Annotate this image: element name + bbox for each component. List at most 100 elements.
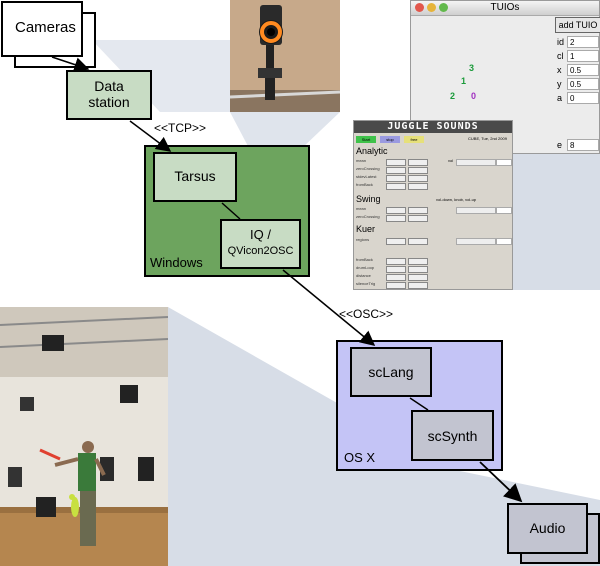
field-label: x (557, 65, 562, 75)
sclang-label: scLang (368, 364, 414, 380)
field-label: e (557, 140, 563, 150)
juggle-row: regions (356, 237, 512, 245)
juggle-header: Start stop free CUBE, Tue, 2nd 2009 (356, 136, 511, 144)
field-input[interactable]: 1 (567, 50, 599, 62)
juggle-row: zeroCrossing (356, 214, 506, 222)
free-button[interactable]: free (404, 136, 424, 143)
minimize-icon[interactable] (427, 3, 436, 12)
camera-image (230, 0, 340, 112)
camera-photo (230, 0, 340, 112)
row-start-button[interactable] (386, 207, 406, 214)
scsynth-label: scSynth (427, 428, 478, 444)
tuio-marker[interactable]: 2 (450, 91, 456, 101)
row-label: stdevLatest (356, 174, 377, 179)
row-label: zeroCrossing (356, 166, 380, 171)
qvicon2osc-label: QVicon2OSC (227, 245, 294, 257)
row-number-box[interactable] (496, 159, 512, 166)
row-slider[interactable] (456, 238, 496, 245)
juggle-row: drumLoop (356, 265, 506, 273)
row-label: zeroCrossing (356, 214, 380, 219)
add-tuio-button[interactable]: add TUIO (555, 17, 600, 33)
row-start-button[interactable] (386, 282, 406, 289)
tuio-field-cl: cl 1 (555, 50, 600, 63)
data-station-label: Data station (88, 78, 130, 110)
juggle-row: stdevLatest (356, 174, 506, 182)
row-edit-button[interactable] (408, 215, 428, 222)
row-start-button[interactable] (386, 167, 406, 174)
row-start-button[interactable] (386, 215, 406, 222)
field-label: id (557, 37, 565, 47)
row-label: drumLoop (356, 265, 375, 270)
row-number-box[interactable] (496, 238, 512, 245)
row-edit-button[interactable] (408, 159, 428, 166)
row-edit-button[interactable] (408, 258, 428, 265)
qvicon2osc-box[interactable]: IQ / QVicon2OSC (220, 219, 301, 269)
section-kuer: Kuer (356, 224, 376, 234)
row-edit-button[interactable] (408, 282, 428, 289)
tuio-marker[interactable]: 1 (461, 76, 467, 86)
zoom-icon[interactable] (439, 3, 448, 12)
row-label: silenceTrig (356, 281, 376, 286)
juggle-row: zeroCrossing (356, 166, 506, 174)
section-analytic: Analytic (356, 146, 388, 156)
cameras-label: Cameras (15, 19, 76, 36)
data-station-box[interactable]: Data station (66, 70, 152, 120)
cameras-box[interactable]: Cameras (1, 1, 83, 57)
row-edit-button[interactable] (408, 238, 428, 245)
tarsus-box[interactable]: Tarsus (153, 152, 237, 202)
row-edit-button[interactable] (408, 274, 428, 281)
row-start-button[interactable] (386, 274, 406, 281)
field-input[interactable]: 8 (567, 139, 599, 151)
juggle-sounds-window: JUGGLE SOUNDS Start stop free CUBE, Tue,… (353, 120, 513, 290)
juggler-image (0, 307, 168, 566)
field-input[interactable]: 0.5 (567, 78, 599, 90)
row-edit-button[interactable] (408, 167, 428, 174)
juggle-title: JUGGLE SOUNDS (354, 121, 512, 133)
field-input[interactable]: 2 (567, 36, 599, 48)
tuio-marker[interactable]: 0 (471, 91, 477, 101)
swing-note: vol-down, knob, vol-up (436, 197, 477, 202)
field-input[interactable]: 0 (567, 92, 599, 104)
row-start-button[interactable] (386, 159, 406, 166)
row-start-button[interactable] (386, 175, 406, 182)
funnel-top (92, 40, 230, 112)
row-number-box[interactable] (496, 207, 512, 214)
session-date: CUBE, Tue, 2nd 2009 (468, 136, 507, 141)
juggle-row: silenceTrig (356, 281, 506, 289)
tuio-field-e: e 8 (555, 139, 600, 152)
field-label: y (557, 79, 562, 89)
juggle-row: mean vol (356, 158, 512, 166)
scsynth-box[interactable]: scSynth (411, 410, 494, 461)
row-label: fromBack (356, 257, 373, 262)
windows-label: Windows (150, 255, 203, 270)
row-slider[interactable] (456, 207, 496, 214)
row-start-button[interactable] (386, 258, 406, 265)
row-start-button[interactable] (386, 266, 406, 273)
funnel-camera (230, 112, 340, 150)
start-button[interactable]: Start (356, 136, 376, 143)
row-edit-button[interactable] (408, 266, 428, 273)
osx-label: OS X (344, 450, 376, 465)
juggle-row: fromBack (356, 257, 506, 265)
row-label: distance (356, 273, 371, 278)
audio-box[interactable]: Audio (507, 503, 588, 554)
sclang-box[interactable]: scLang (350, 347, 432, 397)
tuio-field-y: y 0.5 (555, 78, 600, 91)
row-edit-button[interactable] (408, 175, 428, 182)
row-start-button[interactable] (386, 238, 406, 245)
row-edit-button[interactable] (408, 207, 428, 214)
juggle-row: mean (356, 206, 512, 214)
row-edit-button[interactable] (408, 183, 428, 190)
row-label: mean (356, 206, 367, 211)
close-icon[interactable] (415, 3, 424, 12)
row-slider[interactable] (456, 159, 496, 166)
field-input[interactable]: 0.5 (567, 64, 599, 76)
vol-label: vol (448, 158, 454, 163)
stop-button[interactable]: stop (380, 136, 400, 143)
row-start-button[interactable] (386, 183, 406, 190)
tarsus-label: Tarsus (174, 168, 216, 184)
tuio-marker[interactable]: 3 (469, 63, 475, 73)
tuio-field-id: id 2 (555, 36, 600, 49)
tuio-field-x: x 0.5 (555, 64, 600, 77)
row-label: mean (356, 158, 367, 163)
